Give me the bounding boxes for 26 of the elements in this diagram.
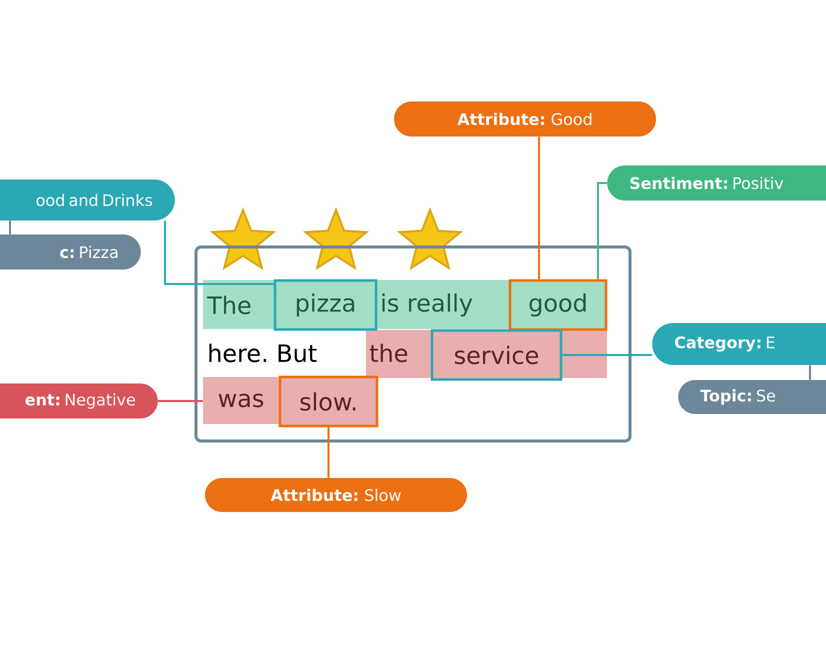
sentiment-pill: Sentiment: Positiv — [607, 166, 826, 200]
word-frame: pizza — [274, 279, 378, 331]
word-frame: good — [508, 279, 608, 331]
connector-line — [562, 354, 652, 356]
topic-pill: c: Pizza — [0, 234, 141, 270]
connector-line — [597, 182, 607, 280]
category-pill: Category: E — [652, 323, 826, 365]
connector-line — [538, 136, 540, 280]
connector-line — [328, 427, 330, 478]
attribute-pill: Attribute: Good — [394, 102, 656, 136]
attribute-pill: Attribute: Slow — [205, 478, 467, 512]
topic-pill: Topic: Se — [678, 380, 826, 414]
connector-line — [158, 400, 203, 402]
review-text: the — [370, 344, 408, 362]
sentiment-pill: ent: Negative — [0, 384, 158, 418]
connector-line — [809, 365, 811, 380]
connector-line — [164, 220, 274, 285]
connector-line — [9, 220, 11, 234]
review-text: The — [207, 296, 250, 314]
review-text: is really — [382, 293, 472, 317]
word-frame: slow. — [278, 376, 378, 428]
review-text: here. But — [209, 344, 317, 362]
review-box — [194, 246, 632, 442]
word-frame: service — [430, 329, 562, 381]
category-pill: ood and Drinks — [0, 180, 175, 220]
highlighted-word: was — [203, 377, 279, 424]
